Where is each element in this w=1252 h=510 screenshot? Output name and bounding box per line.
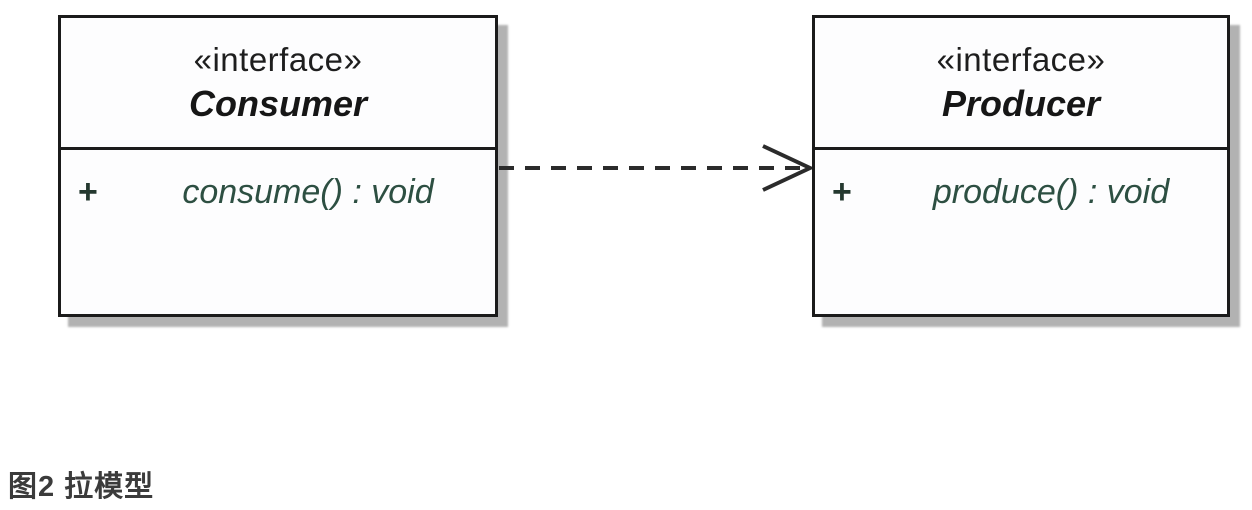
- figure-caption: 图2 拉模型: [8, 471, 155, 503]
- dependency-arrow: [499, 144, 815, 192]
- producer-method-row: + produce() : void: [815, 173, 1227, 211]
- producer-method-visibility: +: [832, 173, 852, 211]
- dependency-arrow-head: [762, 144, 815, 192]
- consumer-interface-box: «interface» Consumer + consume() : void: [58, 15, 498, 317]
- consumer-stereotype: «interface»: [193, 40, 363, 78]
- consumer-members: + consume() : void: [61, 150, 495, 314]
- producer-method-signature: produce() : void: [932, 173, 1170, 211]
- producer-interface-box: «interface» Producer + produce() : void: [812, 15, 1230, 317]
- consumer-name: Consumer: [188, 82, 368, 124]
- consumer-method-visibility: +: [78, 173, 98, 211]
- producer-name: Producer: [941, 82, 1101, 124]
- producer-members: + produce() : void: [815, 150, 1227, 314]
- producer-header: «interface» Producer: [815, 18, 1227, 150]
- consumer-method-signature: consume() : void: [182, 173, 434, 211]
- producer-stereotype: «interface»: [936, 40, 1106, 78]
- consumer-method-row: + consume() : void: [61, 173, 495, 211]
- consumer-header: «interface» Consumer: [61, 18, 495, 150]
